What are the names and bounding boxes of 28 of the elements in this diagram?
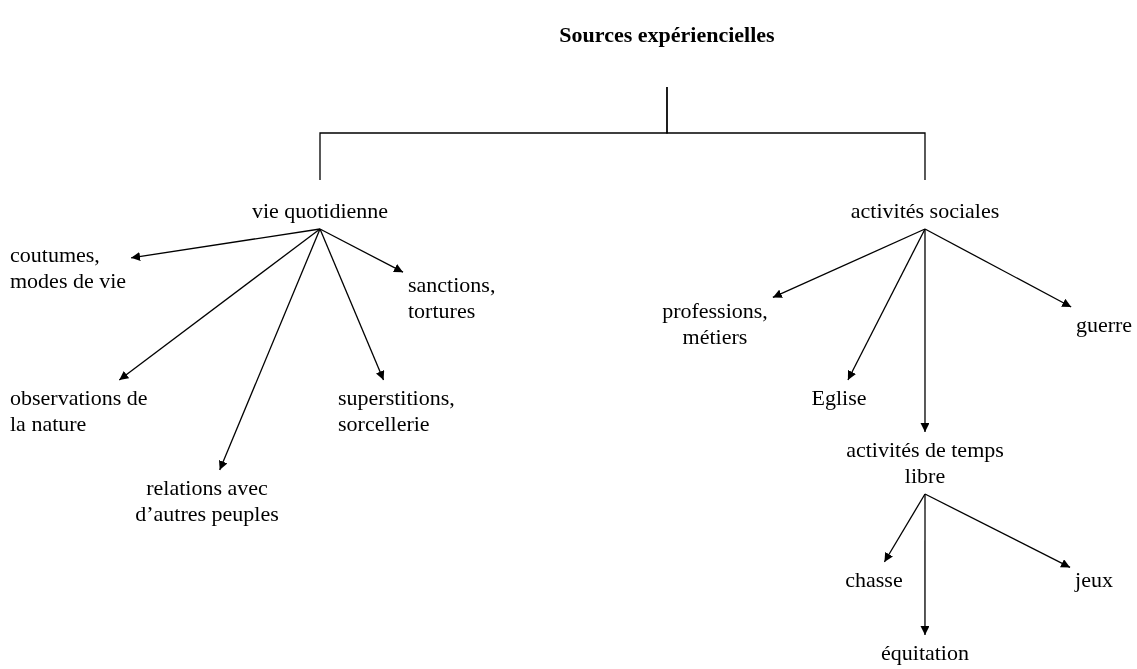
category-label: vie quotidienne <box>225 198 415 224</box>
arrow <box>772 228 926 299</box>
item-label: coutumes, modes de vie <box>10 242 150 294</box>
arrow <box>924 228 1072 308</box>
arrow <box>319 228 385 381</box>
arrow <box>130 228 321 261</box>
item-label: relations avec d’autres peuples <box>118 475 296 527</box>
arrow <box>847 228 926 381</box>
heading: Sources expériencielles <box>537 22 797 48</box>
item-label: sanctions, tortures <box>408 272 513 324</box>
connector-line <box>666 86 926 181</box>
item-label: professions, métiers <box>655 298 775 350</box>
arrow <box>219 228 321 471</box>
item-label: Eglise <box>798 385 880 411</box>
item-label: équitation <box>865 640 985 666</box>
arrow <box>118 228 321 381</box>
item-label: activités de temps libre <box>845 437 1005 489</box>
item-label: jeux <box>1068 567 1120 593</box>
arrow <box>883 493 926 563</box>
item-label: chasse <box>838 567 910 593</box>
item-label: superstitions, sorcellerie <box>338 385 473 437</box>
arrow <box>920 228 930 433</box>
arrow <box>319 228 404 273</box>
item-label: guerre <box>1072 312 1136 338</box>
item-label: observations de la nature <box>10 385 150 437</box>
category-label: activités sociales <box>830 198 1020 224</box>
arrow <box>924 493 1071 569</box>
arrow <box>920 493 930 636</box>
